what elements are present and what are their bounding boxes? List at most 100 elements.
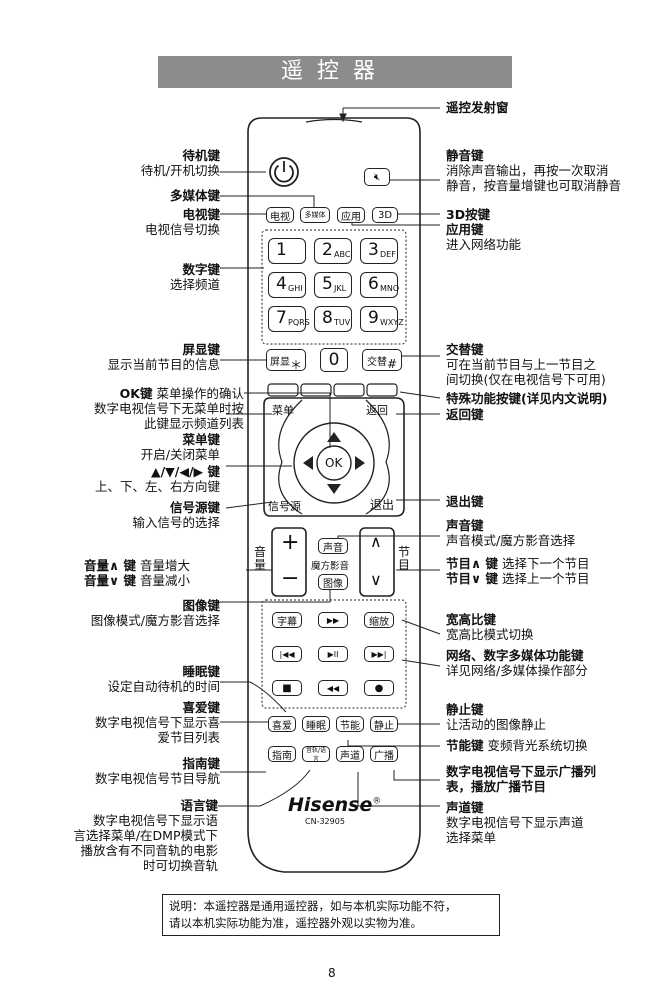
letters-label: TUV: [334, 318, 351, 327]
brand-logo: Hisense®: [288, 794, 382, 816]
remote-body: [247, 117, 421, 873]
picture-button[interactable]: 图像: [318, 574, 348, 590]
letters-label: WXYZ: [380, 318, 404, 327]
swap-button[interactable]: 交替#: [362, 349, 402, 371]
guide-key-label: 指南键数字电视信号节目导航: [94, 756, 220, 786]
3d-key-label: 3D按键: [446, 207, 491, 222]
media-key-label: 多媒体键: [169, 188, 220, 203]
volume-up-button[interactable]: +: [281, 530, 300, 555]
power-button-ring: [269, 157, 299, 187]
special-key-label: 特殊功能按键(详见内文说明): [446, 391, 608, 406]
digit-label: 8: [322, 308, 333, 328]
back-key-label: 返回键: [446, 407, 484, 422]
digit-label: 2: [322, 240, 333, 260]
letters-label: MNO: [380, 284, 400, 293]
exit-button[interactable]: 退出: [370, 498, 395, 512]
page-number: 8: [328, 966, 336, 980]
eco-button[interactable]: 节能: [336, 716, 364, 732]
fast-forward-button[interactable]: ▶▶: [318, 612, 348, 628]
digit-label: 7: [276, 308, 287, 328]
digit-1-button[interactable]: 1: [268, 238, 306, 264]
3d-button[interactable]: 3D: [372, 207, 398, 223]
still-button[interactable]: 静止: [370, 716, 398, 732]
model-number: CN-32905: [305, 817, 345, 826]
page-title: 遥控器: [158, 56, 512, 88]
language-key-label: 语言键数字电视信号下显示语言选择菜单/在DMP模式下播放含有不同音轨的电影时可切…: [73, 798, 218, 873]
app-button[interactable]: 应用: [337, 207, 365, 223]
number-key-label: 数字键选择频道: [169, 262, 220, 292]
display-label: 屏显: [269, 356, 290, 368]
still-key-label: 静止键让活动的图像静止: [446, 702, 547, 732]
letters-label: JKL: [334, 284, 347, 293]
media-keys-frame: [261, 599, 407, 709]
program-down-button[interactable]: ∨: [370, 570, 382, 589]
arrow-key-label: ▲/▼/◀/▶ 键上、下、左、右方向键: [94, 464, 220, 494]
stop-button[interactable]: ■: [272, 680, 302, 696]
favorite-button[interactable]: 喜爱: [268, 716, 296, 732]
channel-key-label: 声道键数字电视信号下显示声道选择菜单: [446, 800, 584, 845]
display-sub: ＊: [289, 357, 302, 372]
digit-label: 3: [368, 240, 379, 260]
tv-button[interactable]: 电视: [266, 207, 294, 223]
swap-sub: #: [386, 357, 398, 371]
radio-button[interactable]: 广播: [370, 746, 398, 762]
mute-button[interactable]: 🔇︎: [364, 168, 390, 186]
digit-label: 9: [368, 308, 379, 328]
subtitle-button[interactable]: 字幕: [272, 612, 302, 628]
digit-0-button[interactable]: 0: [320, 348, 348, 372]
volume-rocker: [271, 527, 307, 597]
rewind-button[interactable]: ◀◀: [318, 680, 348, 696]
next-button[interactable]: ▶▶|: [364, 646, 394, 662]
note-box: 说明：本遥控器是通用遥控器，如与本机实际功能不符，请以本机实际功能为准，遥控器外…: [162, 894, 500, 936]
program-up-button[interactable]: ∧: [370, 532, 382, 551]
zoom-button[interactable]: 缩放: [364, 612, 394, 628]
previous-button[interactable]: |◀◀: [272, 646, 302, 662]
volume-key-label: 音量∧ 键 音量增大音量∨ 键 音量减小: [84, 558, 191, 588]
app-key-label: 应用键进入网络功能: [446, 222, 522, 252]
ok-key-label: OK键 菜单操作的确认数字电视信号下无菜单时按此键显示频道列表: [93, 386, 244, 431]
play-pause-button[interactable]: ▶II: [318, 646, 348, 662]
swap-key-label: 交替键可在当前节目与上一节目之间切换(仅在电视信号下可用): [446, 342, 606, 387]
sleep-key-label: 睡眠键设定自动待机的时间: [107, 664, 220, 694]
letters-label: ABC: [334, 250, 351, 259]
media-button[interactable]: 多媒体: [300, 207, 330, 223]
swap-label: 交替: [366, 356, 387, 368]
menu-button[interactable]: 菜单: [272, 404, 294, 417]
eco-key-label: 节能键 变频背光系统切换: [446, 738, 588, 753]
digit-label: 6: [368, 274, 379, 294]
digit-label: 5: [322, 274, 333, 294]
mute-key-label: 静音键消除声音输出，再按一次取消静音，按音量增键也可取消静音: [446, 148, 622, 193]
radio-key-label: 数字电视信号下显示广播列表，播放广播节目: [446, 764, 597, 794]
nav-pad-frame: [263, 397, 405, 517]
sound-button[interactable]: 声音: [318, 538, 348, 554]
record-button[interactable]: ●: [364, 680, 394, 696]
sleep-button[interactable]: 睡眠: [302, 716, 330, 732]
volume-down-button[interactable]: −: [281, 566, 300, 591]
letters-label: DEF: [380, 250, 396, 259]
volume-label: 音量: [254, 545, 267, 572]
display-button[interactable]: 屏显＊: [266, 349, 306, 372]
guide-button[interactable]: 指南: [268, 746, 296, 762]
digit-label: 1: [276, 240, 287, 260]
source-key-label: 信号源键输入信号的选择: [132, 500, 220, 530]
source-button[interactable]: 信号源: [268, 500, 301, 513]
zoom-key-label: 宽高比键宽高比模式切换: [446, 612, 534, 642]
back-button[interactable]: 返回: [366, 404, 388, 417]
letters-label: GHI: [288, 284, 303, 293]
window-label: 遥控发射窗: [446, 100, 509, 115]
ok-button[interactable]: OK: [325, 456, 343, 470]
mute-icon: 🔇︎: [373, 171, 381, 183]
language-button[interactable]: 音轨/语言: [302, 746, 330, 763]
menu-key-label: 菜单键开启/关闭菜单: [140, 432, 220, 462]
ok-ring: [293, 422, 375, 504]
channel-button[interactable]: 声道: [336, 746, 364, 762]
